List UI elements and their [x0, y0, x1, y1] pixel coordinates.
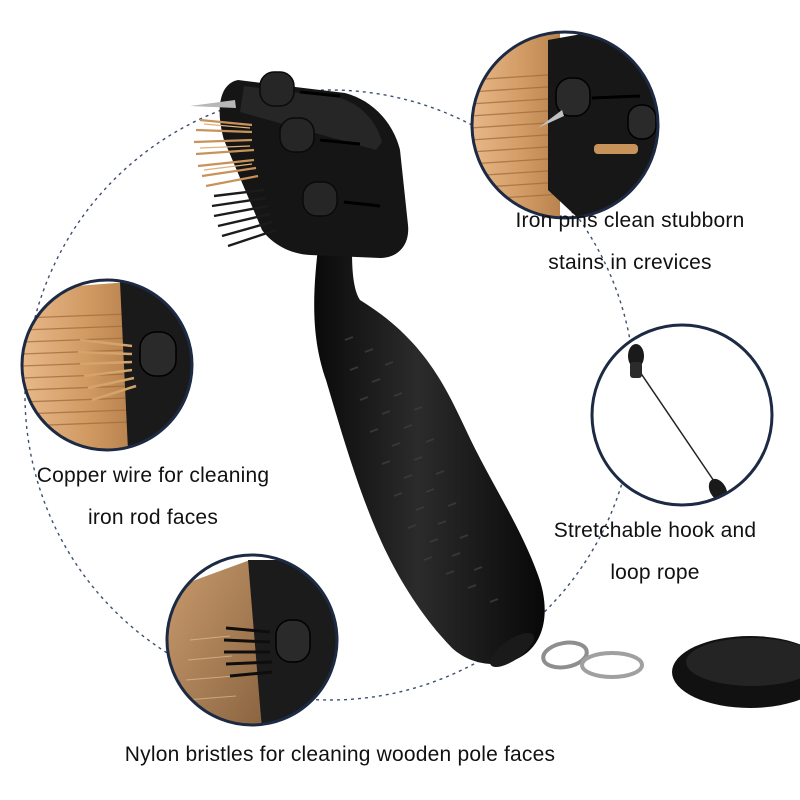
copper-wire-caption: Copper wire for cleaning iron rod faces [8, 455, 298, 539]
detail-circle-nylon-bristles [165, 553, 339, 727]
hook-rope-caption: Stretchable hook and loop rope [530, 510, 780, 594]
copper-wire-caption-line2: iron rod faces [87, 506, 219, 529]
copper-wire-caption-line1: Copper wire for cleaning [36, 464, 270, 487]
nylon-bristles-caption-line1: Nylon bristles for cleaning wooden pole … [124, 743, 556, 766]
hook-rope-caption-line2: loop rope [610, 561, 700, 584]
detail-circle-copper-wire [20, 278, 194, 452]
detail-circle-iron-pins [470, 30, 660, 220]
iron-pins-caption-line1: Iron pins clean stubborn [515, 209, 745, 232]
hook-rope-caption-line1: Stretchable hook and [553, 519, 757, 542]
detail-circle-hook-rope [590, 323, 774, 507]
iron-pins-caption: Iron pins clean stubborn stains in crevi… [490, 200, 770, 284]
brush-tool [190, 71, 800, 708]
iron-pins-caption-line2: stains in crevices [548, 251, 712, 274]
nylon-bristles-caption: Nylon bristles for cleaning wooden pole … [60, 734, 620, 776]
